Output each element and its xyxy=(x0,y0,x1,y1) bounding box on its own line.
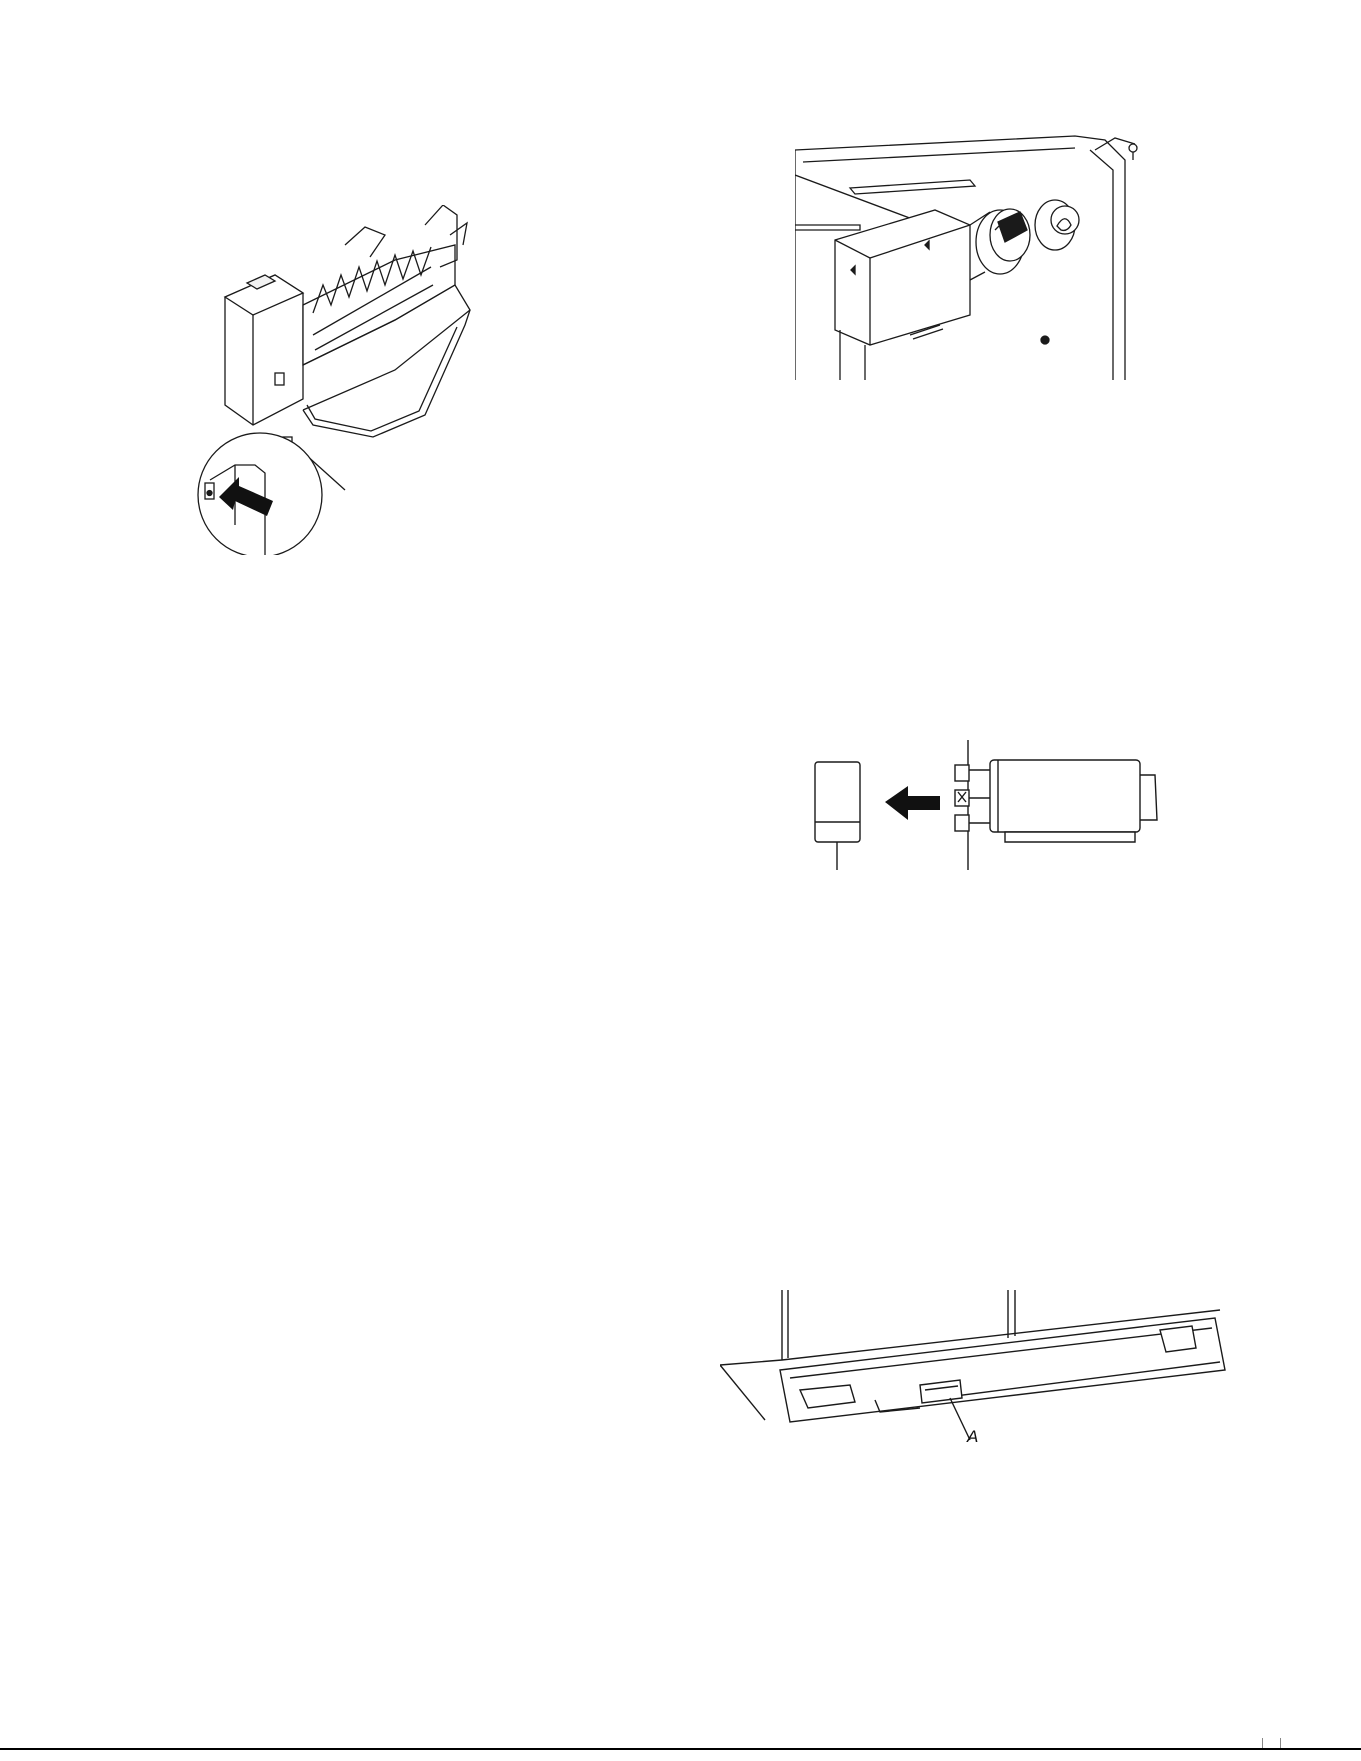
filter-cap-diagram xyxy=(800,740,1210,880)
filter-housing-illustration xyxy=(795,130,1185,380)
footer-tick xyxy=(1262,1738,1263,1748)
footer-rule xyxy=(0,1748,1361,1750)
arrow-left-icon xyxy=(885,786,940,820)
icemaker-illustration xyxy=(195,205,540,555)
filter-housing-diagram xyxy=(795,130,1185,380)
icemaker-diagram xyxy=(195,205,540,555)
base-grille-diagram xyxy=(720,1290,1240,1455)
filter-cap-illustration xyxy=(800,740,1210,880)
callout-label-a: A xyxy=(967,1427,978,1447)
base-grille-illustration xyxy=(720,1290,1240,1455)
footer-tick xyxy=(1280,1738,1281,1748)
